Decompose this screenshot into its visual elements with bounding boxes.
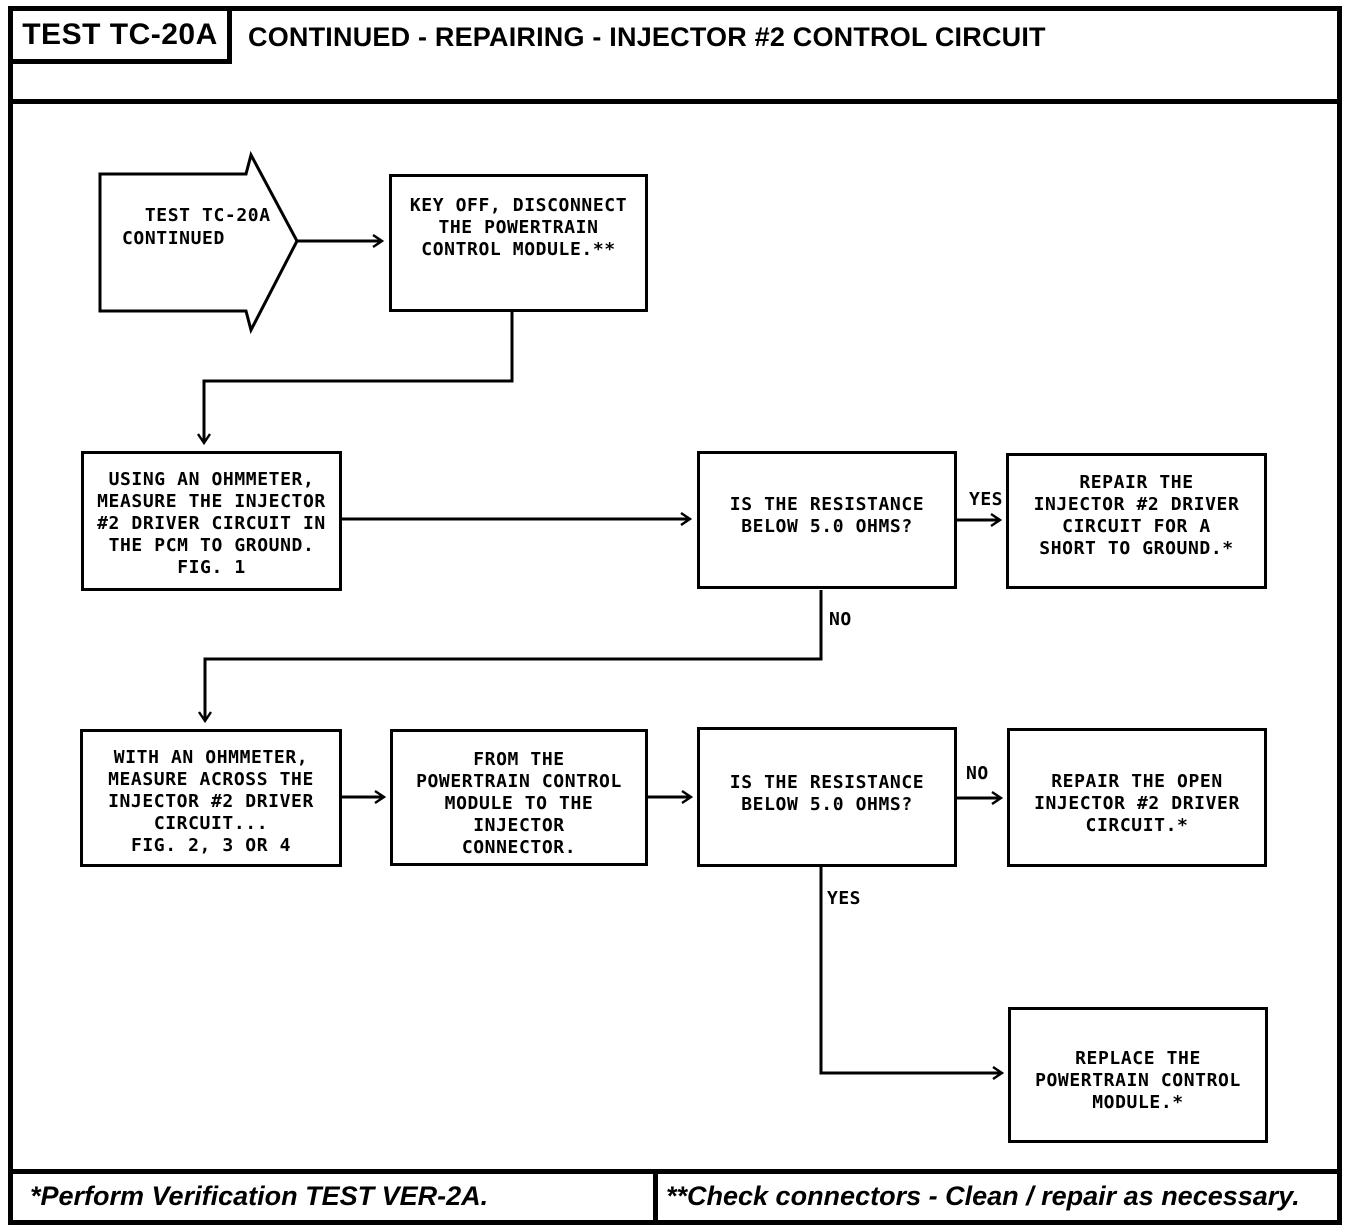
- footer-cell-divider: [653, 1169, 658, 1225]
- flow-node-key-off: KEY OFF, DISCONNECT THE POWERTRAIN CONTR…: [389, 174, 648, 312]
- arrow-question1-no: [198, 590, 823, 724]
- test-id-box: TEST TC-20A: [8, 6, 232, 64]
- flow-node-repair-short-to-ground: REPAIR THE INJECTOR #2 DRIVER CIRCUIT FO…: [1006, 453, 1267, 589]
- test-id-label: TEST TC-20A: [22, 18, 218, 51]
- entry-connector-label: TEST TC-20A CONTINUED: [122, 205, 271, 249]
- branch-label-q2-yes: YES: [827, 888, 862, 909]
- flow-node-resistance-question-2: IS THE RESISTANCE BELOW 5.0 OHMS?: [697, 727, 957, 867]
- arrow-question2-yes: [819, 866, 1005, 1080]
- flow-node-measure-pcm-to-ground: USING AN OHMMETER, MEASURE THE INJECTOR …: [81, 451, 342, 591]
- branch-label-q1-yes: YES: [969, 489, 1004, 510]
- footer-note-verification: *Perform Verification TEST VER-2A.: [30, 1181, 489, 1211]
- entry-arrow-shape: [98, 150, 299, 335]
- flow-node-from-pcm-to-injector: FROM THE POWERTRAIN CONTROL MODULE TO TH…: [390, 729, 648, 866]
- arrow-key-off-to-measure: [197, 311, 514, 446]
- page-title: CONTINUED - REPAIRING - INJECTOR #2 CONT…: [248, 22, 1046, 52]
- branch-label-q1-no: NO: [829, 609, 852, 630]
- flow-node-resistance-question-1: IS THE RESISTANCE BELOW 5.0 OHMS?: [697, 451, 957, 589]
- branch-label-q2-no: NO: [966, 763, 989, 784]
- footer-divider-top: [8, 1169, 1342, 1174]
- flow-node-measure-across-circuit: WITH AN OHMMETER, MEASURE ACROSS THE INJ…: [80, 729, 342, 867]
- flow-node-replace-pcm: REPLACE THE POWERTRAIN CONTROL MODULE.*: [1008, 1007, 1268, 1143]
- header-divider: [8, 99, 1342, 104]
- page-border: [8, 6, 1342, 1225]
- footer-note-connectors: **Check connectors - Clean / repair as n…: [666, 1181, 1300, 1211]
- flow-node-repair-open-circuit: REPAIR THE OPEN INJECTOR #2 DRIVER CIRCU…: [1007, 728, 1267, 867]
